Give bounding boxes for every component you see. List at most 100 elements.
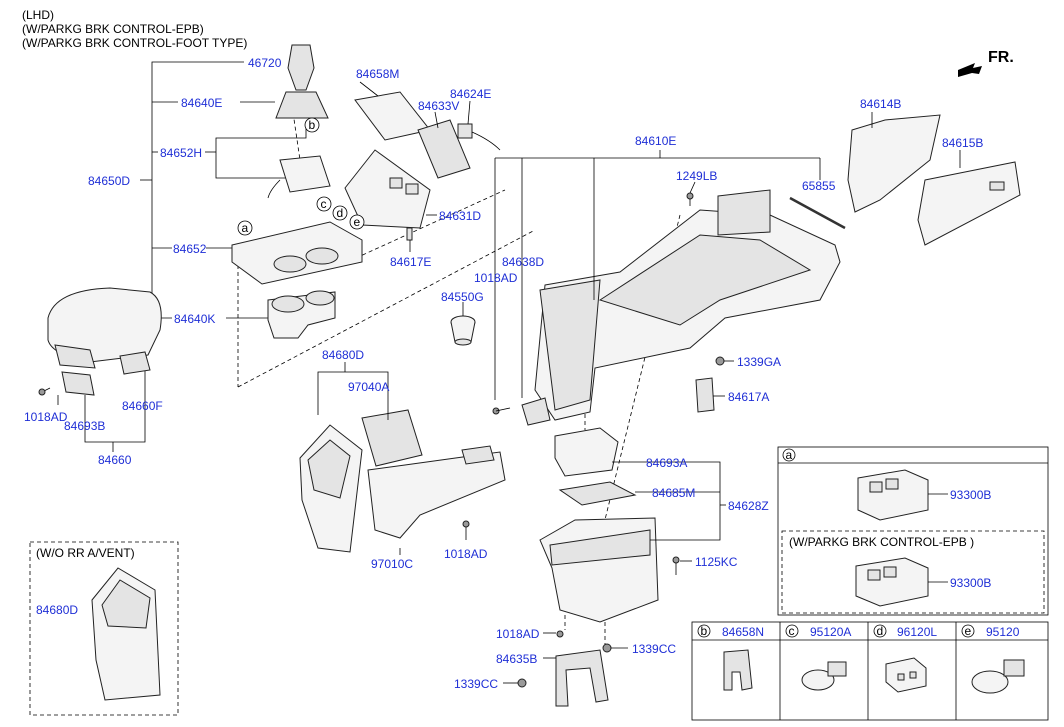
callout-c: c xyxy=(316,196,332,212)
label-84610E: 84610E xyxy=(635,134,676,148)
svg-text:e: e xyxy=(965,624,972,638)
label-84617E: 84617E xyxy=(390,255,431,269)
tray-84693A-part xyxy=(554,427,619,477)
screw-1018AD-duct xyxy=(462,520,470,540)
screw-1125KC xyxy=(672,556,680,575)
bracket-84617A-part xyxy=(695,377,715,413)
front-direction-indicator: FR. xyxy=(958,49,1014,77)
label-97010C: 97010C xyxy=(371,557,413,571)
detail-sub-caption: (W/PARKG BRK CONTROL-EPB ) xyxy=(789,535,974,549)
cup-holder-part xyxy=(267,290,336,339)
svg-text:c: c xyxy=(789,624,795,638)
label-46720: 46720 xyxy=(248,56,282,70)
center-leaders xyxy=(317,81,961,684)
label-1339GA: 1339GA xyxy=(737,355,781,369)
callout-e: e xyxy=(349,214,365,230)
shift-boot-part xyxy=(275,91,329,119)
header-line-3: (W/PARKG BRK CONTROL-FOOT TYPE) xyxy=(22,36,248,50)
wiring-part xyxy=(457,123,501,151)
switch-bracket-part xyxy=(417,119,471,179)
label-84633V: 84633V xyxy=(418,99,459,113)
label-84640E: 84640E xyxy=(181,96,222,110)
shift-indicator-part xyxy=(267,155,331,199)
rear-cover-84680D-part xyxy=(299,424,363,553)
svg-text:d: d xyxy=(337,206,344,220)
label-1249LB: 1249LB xyxy=(676,169,717,183)
label-93300B-bottom: 93300B xyxy=(950,576,991,590)
label-1018AD-console: 1018AD xyxy=(474,271,518,285)
main-console-part xyxy=(534,189,841,421)
label-84693B: 84693B xyxy=(64,419,105,433)
vent-97040A-part xyxy=(361,409,423,467)
svg-text:a: a xyxy=(786,448,793,462)
table-cell-c: c 95120A xyxy=(785,624,851,691)
table-part-84658N: 84658N xyxy=(722,625,764,639)
label-93300B-top: 93300B xyxy=(950,488,991,502)
jack-96120L-part xyxy=(885,657,927,693)
front-arrow-icon xyxy=(958,63,982,77)
svg-text:c: c xyxy=(321,197,327,211)
label-84693A: 84693A xyxy=(646,456,687,470)
nut-1339CC-left xyxy=(517,678,527,688)
label-84550G: 84550G xyxy=(441,290,484,304)
switch-93300B-bottom-part xyxy=(855,557,929,607)
label-1339CC-left: 1339CC xyxy=(454,677,498,691)
label-1125KC: 1125KC xyxy=(695,555,738,569)
label-84638D: 84638D xyxy=(502,255,544,269)
armrest-hinge-part xyxy=(119,351,151,375)
shift-knob-part xyxy=(287,44,315,91)
screw-1018AD-left xyxy=(38,387,51,396)
detail-box-a: a 93300B (W/PARKG BRK CONTROL-EPB ) 9330… xyxy=(777,446,1049,616)
clip-84658N-part xyxy=(723,649,753,691)
inset-caption: (W/O RR A/VENT) xyxy=(36,546,135,560)
label-84680D: 84680D xyxy=(322,348,364,362)
svg-text:d: d xyxy=(877,624,884,638)
bracket-84638D-part xyxy=(521,397,551,426)
label-84660: 84660 xyxy=(98,453,132,467)
header-line-1: (LHD) xyxy=(22,8,54,22)
side-panel-84614B-part xyxy=(847,114,941,213)
side-cover-84615B-part xyxy=(917,161,1021,246)
svg-text:e: e xyxy=(354,215,361,229)
label-1018AD-box: 1018AD xyxy=(496,627,540,641)
label-84624E: 84624E xyxy=(450,87,491,101)
table-cell-d: d 96120L xyxy=(873,624,937,693)
label-84617A: 84617A xyxy=(728,390,769,404)
table-cell-b: b 84658N xyxy=(697,624,764,691)
label-84628Z: 84628Z xyxy=(728,499,769,513)
label-84685M: 84685M xyxy=(652,486,695,500)
label-84640K: 84640K xyxy=(174,312,215,326)
label-84652: 84652 xyxy=(173,242,207,256)
label-1339CC-right: 1339CC xyxy=(632,642,676,656)
bottom-parts-table: b 84658N c 95120A d 96120L e 95120 xyxy=(691,621,1049,721)
table-part-95120A: 95120A xyxy=(810,625,851,639)
callout-a: a xyxy=(237,220,253,236)
label-84635B: 84635B xyxy=(496,652,537,666)
clip-84617E xyxy=(406,227,413,241)
socket-95120-part xyxy=(971,670,1009,694)
screw-1018AD-console xyxy=(492,407,511,415)
upper-console-panel-part xyxy=(231,221,363,285)
label-1018AD-duct: 1018AD xyxy=(444,547,488,561)
callout-d: d xyxy=(332,205,348,221)
armrest-part xyxy=(47,287,162,369)
pad-84685M-part xyxy=(558,481,637,506)
screw-1018AD-box xyxy=(556,630,564,638)
switch-93300B-top-part xyxy=(857,469,929,521)
armrest-latch-part xyxy=(61,371,95,396)
front-label: FR. xyxy=(988,49,1014,66)
svg-text:b: b xyxy=(309,118,316,132)
nut-1339CC-right xyxy=(602,643,612,653)
table-part-95120: 95120 xyxy=(986,625,1020,639)
inset-part-label: 84680D xyxy=(36,603,78,617)
label-84614B: 84614B xyxy=(860,97,901,111)
table-part-96120L: 96120L xyxy=(897,625,937,639)
label-84631D: 84631D xyxy=(439,209,481,223)
svg-text:a: a xyxy=(242,221,249,235)
label-84650D: 84650D xyxy=(88,174,130,188)
label-84660F: 84660F xyxy=(122,399,163,413)
label-1018AD-left: 1018AD xyxy=(24,410,68,424)
socket-95120A-part xyxy=(801,669,835,691)
nut-1339GA xyxy=(715,356,725,366)
